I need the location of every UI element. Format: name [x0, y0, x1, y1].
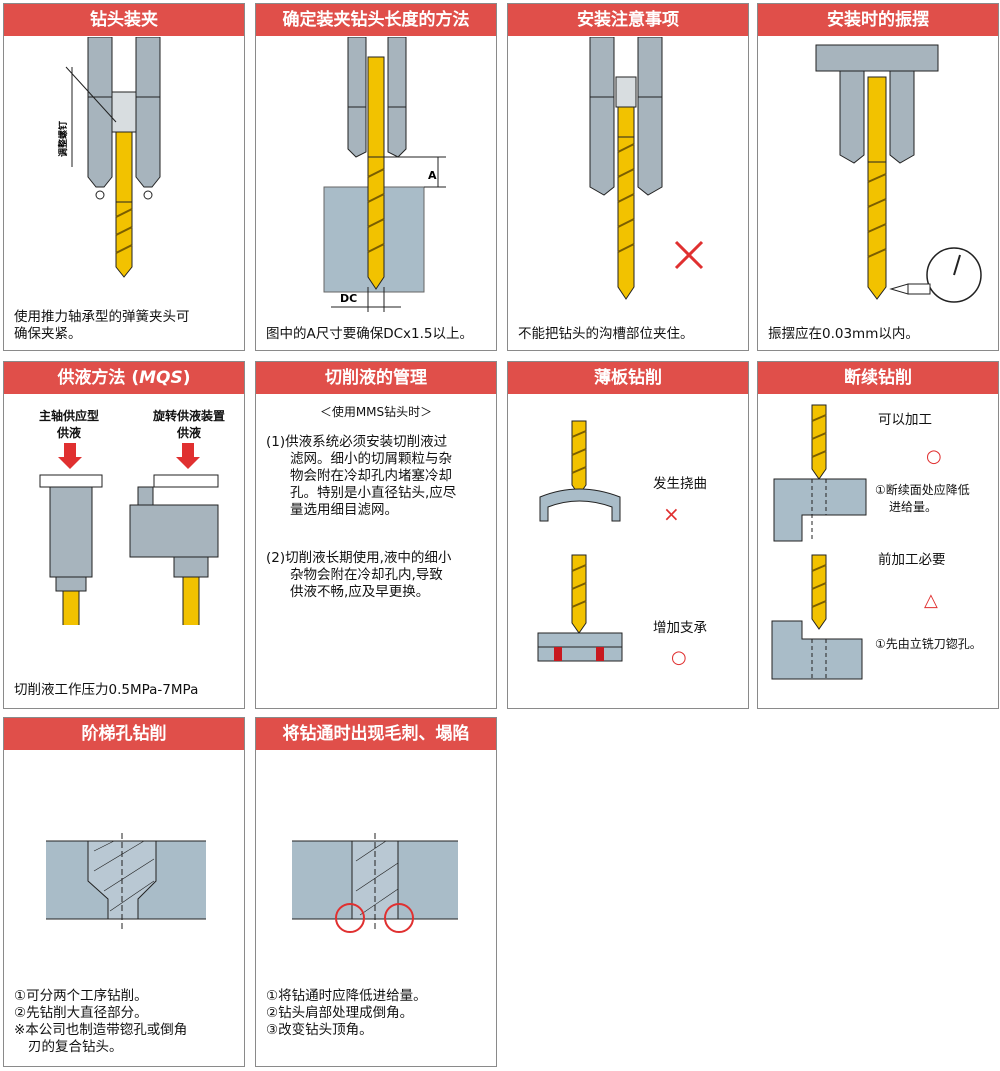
- thin-plate-illustration: [537, 420, 623, 662]
- panel-interrupted-drilling: 断续钻削 可以加工 ○ ①断续面处应降低 进给量。 前加工必要 △ ①先由立铣刀…: [757, 361, 999, 709]
- text-line: 孔。特别是小直径钻头,应尽: [290, 485, 457, 501]
- panel-breakthrough-burr: 将钻通时出现毛刺、塌陷 ①将钻通时应降低进给量。 ②钻头肩部处理成倒角。 ③改变…: [255, 717, 497, 1067]
- panel-title: 安装时的振摆: [758, 4, 998, 36]
- dim-a-label: A: [428, 169, 437, 182]
- text-line: 供液不畅,应及早更换。: [290, 584, 430, 600]
- rotary-supply-label: 旋转供液装置供液: [139, 408, 239, 442]
- panel-coolant-supply: 供液方法 (MQS) 主轴供应型供液 旋转供液装置供液 切削液工作压力0.5MP…: [3, 361, 245, 709]
- note-line: ※本公司也制造带锪孔或倒角: [14, 1022, 188, 1038]
- support-label: 增加支承: [653, 620, 707, 636]
- panel-title: 安装注意事项: [508, 4, 748, 36]
- premachining-mark: △: [924, 590, 938, 611]
- breakthrough-illustration: [292, 833, 458, 933]
- spindle-supply-label: 主轴供应型供液: [34, 408, 104, 442]
- note-line: ①可分两个工序钻削。: [14, 988, 148, 1004]
- caption: 不能把钻头的沟槽部位夹住。: [518, 326, 694, 342]
- clamp-length-illustration: A DC: [323, 37, 446, 312]
- text-line: 滤网。细小的切屑颗粒与杂: [290, 451, 452, 467]
- panel-title: 薄板钻削: [508, 362, 748, 394]
- step-hole-illustration: [46, 833, 206, 929]
- subtitle: ＜使用MMS钻头时＞: [319, 405, 433, 419]
- note-line: ②先钻削大直径部分。: [14, 1005, 148, 1021]
- collet-chuck-illustration: 调整螺钉: [57, 37, 161, 278]
- panel-title: 钻头装夹: [4, 4, 244, 36]
- runout-illustration: [815, 44, 982, 303]
- panel-title: 阶梯孔钻削: [4, 718, 244, 750]
- panel-title: 将钻通时出现毛刺、塌陷: [256, 718, 496, 750]
- label-line: 主轴供应型: [38, 409, 99, 423]
- note-line: ①断续面处应降低: [875, 483, 970, 497]
- note-line: ②钻头肩部处理成倒角。: [266, 1005, 414, 1021]
- caption-line: 确保夹紧。: [14, 326, 82, 342]
- text-line: 物会附在冷却孔内堵塞冷却: [290, 468, 452, 484]
- arrow-down-icon: [58, 443, 82, 469]
- panel-title: 供液方法 (MQS): [4, 362, 244, 394]
- item-1: (1)供液系统必须安装切削液过 滤网。细小的切屑颗粒与杂 物会附在冷却孔内堵塞冷…: [266, 434, 494, 519]
- text-line: 量选用细目滤网。: [290, 502, 398, 518]
- caption: 使用推力轴承型的弹簧夹头可 确保夹紧。: [14, 309, 238, 343]
- panel-title: 确定装夹钻头长度的方法: [256, 4, 496, 36]
- panel-thin-plate: 薄板钻削 发生挠曲 × 增加支承 ○: [507, 361, 749, 709]
- panel-coolant-management: 切削液的管理 ＜使用MMS钻头时＞ (1)供液系统必须安装切削液过 滤网。细小的…: [255, 361, 497, 709]
- panel-clamp-length: 确定装夹钻头长度的方法 A DC 图中的A尺寸要确保DCx1.5以上。: [255, 3, 497, 351]
- notes: ①将钻通时应降低进给量。 ②钻头肩部处理成倒角。 ③改变钻头顶角。: [266, 988, 490, 1039]
- text-line: (1)供液系统必须安装切削液过: [266, 434, 448, 450]
- label-line: 旋转供液装置: [152, 409, 225, 423]
- caption: 切削液工作压力0.5MPa-7MPa: [14, 682, 199, 698]
- wrong-clamp-illustration: [589, 37, 704, 300]
- label-line: 供液: [56, 426, 81, 440]
- title-prefix: 供液方法 (: [57, 368, 140, 388]
- caption-line: 使用推力轴承型的弹簧夹头可: [14, 309, 190, 325]
- title-mqs: MQS: [139, 368, 183, 388]
- panel-install-notes: 安装注意事项 不能把钻头的沟槽部位夹住。: [507, 3, 749, 351]
- support-mark: ○: [671, 647, 687, 668]
- panel-title: 切削液的管理: [256, 362, 496, 394]
- note-line: 刃的复合钻头。: [28, 1039, 123, 1055]
- title-suffix: ): [182, 368, 191, 388]
- note-2: ①先由立铣刀锪孔。: [875, 637, 982, 651]
- machinable-mark: ○: [926, 446, 942, 467]
- text-line: 杂物会附在冷却孔内,导致: [290, 567, 443, 583]
- caption: 图中的A尺寸要确保DCx1.5以上。: [266, 326, 474, 342]
- dim-dc-label: DC: [340, 292, 357, 305]
- note-line: 进给量。: [889, 500, 938, 514]
- note-line: ③改变钻头顶角。: [266, 1022, 373, 1038]
- panel-runout: 安装时的振摆 振摆应在0.03mm以内。: [757, 3, 999, 351]
- panel-title: 断续钻削: [758, 362, 998, 394]
- notes: ①可分两个工序钻削。 ②先钻削大直径部分。 ※本公司也制造带锪孔或倒角 刃的复合…: [14, 988, 238, 1056]
- panel-step-hole: 阶梯孔钻削 ①可分两个工序钻削。 ②先钻削大直径部分。 ※本公司也制造带锪孔或倒…: [3, 717, 245, 1067]
- premachining-label: 前加工必要: [878, 552, 946, 568]
- wrong-mark-icon: [674, 240, 704, 270]
- deflection-mark: ×: [663, 502, 680, 526]
- adjust-screw-label: 调整螺钉: [57, 121, 69, 157]
- label-line: 供液: [176, 426, 201, 440]
- interrupted-drilling-illustration: [771, 404, 867, 680]
- text-line: (2)切削液长期使用,液中的细小: [266, 550, 452, 566]
- machinable-label: 可以加工: [878, 412, 932, 428]
- note-line: ①将钻通时应降低进给量。: [266, 988, 427, 1004]
- note-1: ①断续面处应降低 进给量。: [875, 482, 970, 516]
- item-2: (2)切削液长期使用,液中的细小 杂物会附在冷却孔内,导致 供液不畅,应及早更换…: [266, 550, 494, 601]
- deflection-label: 发生挠曲: [653, 476, 707, 492]
- caption: 振摆应在0.03mm以内。: [768, 326, 919, 342]
- arrow-down-icon: [176, 443, 200, 469]
- coolant-supply-illustration: [39, 443, 219, 625]
- panel-drill-clamping: 钻头装夹 调整螺钉 使用推力轴承型的弹簧夹头可 确保夹紧。: [3, 3, 245, 351]
